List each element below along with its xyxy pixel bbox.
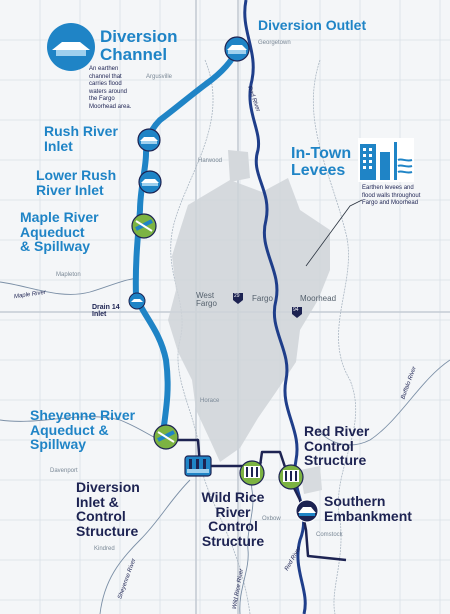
diversion-inlet-label-1: Diversion xyxy=(76,479,140,495)
mapleton-label: Mapleton xyxy=(56,272,81,278)
red-river-control-icon xyxy=(278,464,304,490)
i29-label: 29 xyxy=(234,293,240,299)
diversion-channel-title-2: Channel xyxy=(100,44,168,64)
diversion-outlet-icon xyxy=(224,36,250,62)
sheyenne-river xyxy=(0,416,191,614)
rush-river-inlet-label: Rush River xyxy=(44,123,118,139)
maple-river xyxy=(0,277,139,295)
i29-shield xyxy=(233,293,243,304)
west-fargo-label-2: Fargo xyxy=(196,299,217,308)
diversion-channel-note-6: Moorhead area. xyxy=(89,103,132,110)
maple-river-label-1: Maple River xyxy=(20,209,99,225)
moorhead-label: Moorhead xyxy=(300,294,337,303)
diversion-channel-note-5: the Fargo xyxy=(89,96,115,102)
horace-label: Horace xyxy=(200,398,220,404)
rush-river-inlet-icon xyxy=(137,128,161,152)
red-river-control-label-2: Control xyxy=(304,437,354,454)
wild-rice-label-3: Control xyxy=(208,518,258,535)
red-river-control-label-1: Red River xyxy=(304,423,370,439)
wild-rice-control-icon xyxy=(239,460,265,486)
comstock-label: Comstock xyxy=(316,532,343,538)
diversion-channel-note-4: waters around xyxy=(89,88,128,95)
drain-14-inlet-icon xyxy=(128,292,146,310)
maple-river-aqueduct-icon xyxy=(131,213,157,239)
kindred-label: Kindred xyxy=(94,546,115,552)
diversion-channel-route xyxy=(132,45,241,443)
diversion-channel-title: Diversion xyxy=(100,27,178,46)
sheyenne-river-label-1: Sheyenne River xyxy=(30,407,136,423)
in-town-levees-label-1: In-Town xyxy=(291,145,352,162)
maple-river-label-3: & Spillway xyxy=(20,238,91,255)
diversion-inlet-icon xyxy=(184,455,212,477)
sheyenne-river-aqueduct-icon xyxy=(153,424,179,450)
i94-shield xyxy=(292,307,302,318)
drain-14-label-1: Drain 14 xyxy=(92,304,120,311)
drain-14-label-2: Inlet xyxy=(92,311,107,319)
levees-leader-line xyxy=(305,199,363,267)
southern-embankment-label-1: Southern xyxy=(324,493,386,509)
southern-embankment-label-2: Embankment xyxy=(324,507,412,524)
wild-rice-label-2: River xyxy=(215,503,251,520)
in-town-levees-label-2: Levees xyxy=(291,161,346,179)
diversion-channel-note-1: An earthen xyxy=(89,66,119,72)
urban-area xyxy=(168,178,330,462)
harwood-label: Harwood xyxy=(198,158,223,164)
lower-rush-river-inlet-label-2: River Inlet xyxy=(36,181,104,198)
diversion-channel-note-2: channel that xyxy=(89,73,122,80)
buffalo-river xyxy=(317,359,450,446)
lower-rush-river-inlet-label: Lower Rush xyxy=(36,167,117,183)
wild-rice-label-1: Wild Rice xyxy=(201,489,265,505)
i94-label: 94 xyxy=(293,307,299,313)
diversion-channel-icon xyxy=(47,23,95,71)
west-fargo-label-1: West xyxy=(196,291,215,300)
diversion-inlet-label-4: Structure xyxy=(76,523,139,540)
red-river-control-label-3: Structure xyxy=(304,452,367,469)
wild-rice-label-4: Structure xyxy=(201,533,265,550)
sheyenne-river-label-2: Aqueduct & xyxy=(30,421,109,438)
diversion-inlet-label-2: Inlet & xyxy=(76,493,119,510)
diversion-outlet-label: Diversion Outlet xyxy=(258,17,367,33)
georgetown-label: Georgetown xyxy=(258,40,291,46)
in-town-levees-note-1: Earthen levees and xyxy=(362,185,414,191)
argusville-label: Argusville xyxy=(146,74,173,80)
oxbow-label: Oxbow xyxy=(262,516,281,522)
southern-embankment-icon xyxy=(295,499,319,523)
diversion-channel-note-3: carries flood xyxy=(89,81,122,87)
fargo-label: Fargo xyxy=(252,294,273,303)
in-town-levees-note-2: flood walls throughout xyxy=(362,192,421,199)
maple-river-label-2: Aqueduct xyxy=(20,223,85,240)
davenport-label: Davenport xyxy=(50,468,78,474)
diversion-inlet-label-3: Control xyxy=(76,508,126,525)
in-town-levees-note-3: Fargo and Moorhead xyxy=(362,200,419,206)
in-town-levees-icon xyxy=(358,138,414,182)
rush-river-inlet-label-2: Inlet xyxy=(44,137,73,154)
lower-rush-river-inlet-icon xyxy=(138,170,162,194)
sheyenne-river-label-3: Spillway xyxy=(30,436,87,453)
